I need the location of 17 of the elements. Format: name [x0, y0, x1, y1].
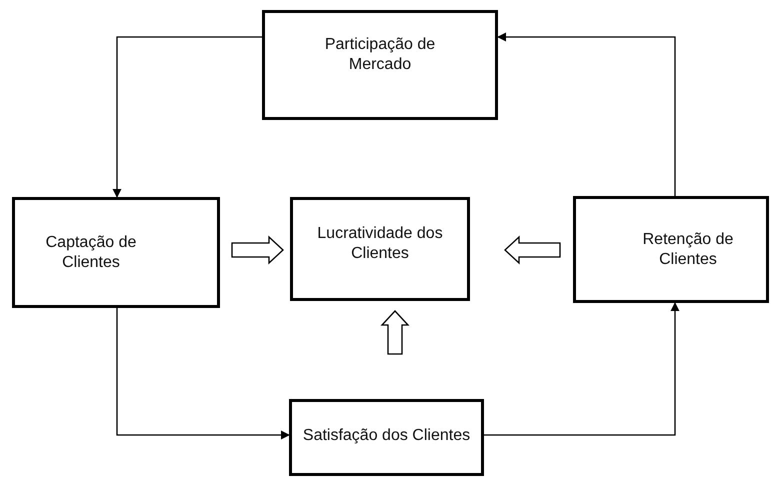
process-box [290, 197, 470, 301]
box-label: Captação de Clientes [44, 232, 138, 272]
process-box [573, 196, 769, 303]
box-label: Retenção de Clientes [642, 230, 734, 270]
arrow [484, 302, 680, 436]
box-label: Participação de Mercado [324, 35, 436, 75]
process-box [289, 399, 484, 476]
block-arrow [231, 236, 284, 264]
block-arrow [504, 236, 561, 264]
arrow [116, 308, 290, 440]
process-box [12, 197, 220, 308]
block-arrow [380, 310, 410, 355]
process-box [262, 10, 498, 120]
box-label: Satisfação dos Clientes [302, 426, 470, 446]
arrow [497, 32, 676, 196]
arrow [112, 36, 262, 198]
box-label: Lucratividade dos Clientes [316, 224, 444, 264]
